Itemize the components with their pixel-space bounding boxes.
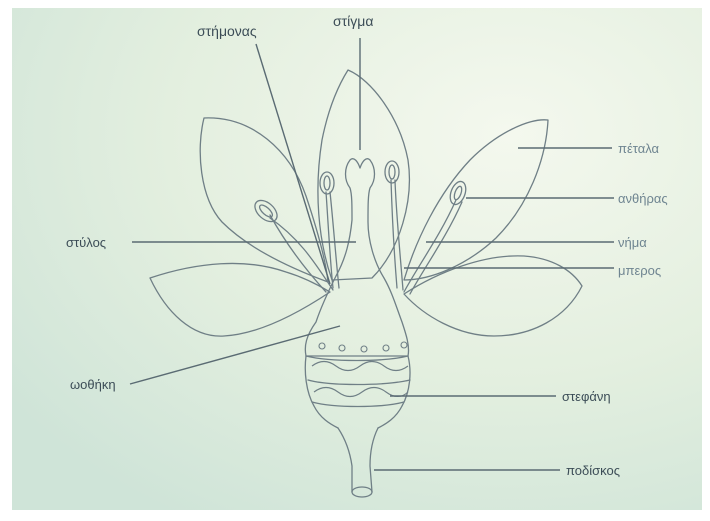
anther-midright bbox=[385, 161, 399, 183]
pedicel-left bbox=[338, 428, 352, 492]
anther-midleft bbox=[320, 172, 334, 194]
receptacle-wall-left bbox=[305, 356, 338, 428]
pedicel-label: ποδίσκος bbox=[566, 463, 620, 478]
filament-label: νήμα bbox=[618, 235, 647, 250]
ovule bbox=[401, 342, 407, 348]
corolla-ring bbox=[312, 402, 404, 407]
ovule bbox=[383, 345, 389, 351]
stigma-label: στίγμα bbox=[333, 14, 373, 29]
corolla-pattern bbox=[312, 362, 408, 371]
stamen-filament-left bbox=[270, 215, 326, 292]
left-upper-petal bbox=[200, 118, 328, 282]
receptacle-rim bbox=[306, 356, 408, 361]
pedicel-end bbox=[352, 487, 372, 497]
style-label: στύλος bbox=[66, 235, 106, 250]
anther-label: ανθήρας bbox=[618, 191, 668, 206]
stamen-filament-right bbox=[410, 202, 462, 294]
ovary-label: ωοθήκη bbox=[70, 377, 116, 392]
ovule bbox=[361, 346, 367, 352]
left-lower-petal bbox=[150, 263, 330, 336]
corolla-ring bbox=[308, 380, 410, 385]
receptacle-wall-right bbox=[378, 356, 410, 428]
anther-right-inner bbox=[453, 185, 463, 200]
ovule bbox=[339, 345, 345, 351]
petals-label: πέταλα bbox=[618, 141, 659, 156]
sepals-label: μπερος bbox=[618, 263, 661, 278]
stamen-filament-right bbox=[404, 200, 456, 292]
pedicel-right bbox=[370, 428, 378, 492]
anther-midleft-inner bbox=[324, 176, 330, 190]
anther-midright-inner bbox=[389, 165, 395, 179]
anther-left bbox=[251, 196, 281, 225]
corolla-pattern bbox=[314, 388, 408, 397]
ovule bbox=[319, 343, 325, 349]
corolla-label: στεφάνη bbox=[562, 389, 611, 404]
stamen-label: στήμονας bbox=[197, 24, 257, 39]
